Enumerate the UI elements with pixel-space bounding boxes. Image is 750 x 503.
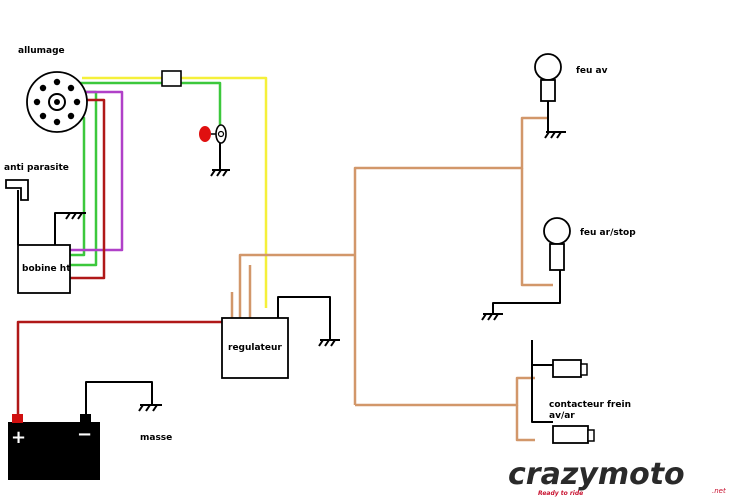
ground-icon <box>481 313 503 321</box>
battery-plus-label: + <box>11 427 26 448</box>
orange-wire-segment <box>520 168 553 287</box>
kill-switch <box>199 124 227 144</box>
battery-body <box>8 422 100 480</box>
battery-plus-terminal <box>12 414 23 423</box>
bobine-box <box>17 244 71 294</box>
orange-wires <box>230 116 553 442</box>
allumage-label: allumage <box>18 46 65 56</box>
orange-wire-segment <box>353 116 548 405</box>
green-wire-segment <box>70 116 86 257</box>
black-wire-segment <box>277 296 331 340</box>
black-wire-segment <box>85 381 153 418</box>
black-wire-segment <box>531 340 553 423</box>
feu-ar-stop-label: feu ar/stop <box>580 228 636 238</box>
red-wire-segment <box>70 98 106 280</box>
logo-suffix: .net <box>712 487 726 495</box>
battery-minus-terminal <box>80 414 91 423</box>
yellow-wire <box>82 76 268 308</box>
bobine-label: bobine ht <box>22 264 71 274</box>
ground-icon <box>544 131 566 139</box>
contacteur-frein-top <box>552 359 588 378</box>
feu-av-lamp <box>534 53 562 102</box>
anti-parasite-label: anti parasite <box>4 163 69 173</box>
allumage-rotor <box>26 71 88 133</box>
green-wire-segment <box>181 81 222 130</box>
red-wire-segment <box>16 320 222 418</box>
ground-symbols <box>65 131 566 412</box>
green-wires <box>70 81 222 267</box>
ground-icon <box>138 404 162 412</box>
feu-ar-stop-lamp <box>543 217 571 271</box>
purple-wire-segment <box>70 90 124 252</box>
yellow-wire-segment <box>181 76 268 308</box>
black-wires <box>17 100 561 423</box>
purple-wire <box>70 90 124 252</box>
masse-label: masse <box>140 433 172 443</box>
crazymoto-logo: crazymoto Ready to ride .net <box>508 457 726 497</box>
orange-wire-segment <box>355 376 535 407</box>
logo-wordmark: crazymoto <box>508 457 685 492</box>
battery: + − <box>8 414 100 480</box>
orange-wire-segment <box>238 253 355 318</box>
regulateur-label: regulateur <box>228 343 282 353</box>
kill-button-icon <box>199 126 211 142</box>
fuse-component <box>161 70 182 87</box>
ground-icon <box>318 339 340 347</box>
battery-minus-label: − <box>77 424 92 445</box>
contacteur-label-line1: contacteur frein <box>549 400 631 410</box>
feu-av-label: feu av <box>576 66 608 76</box>
orange-wire-segment <box>515 405 535 442</box>
contacteur-label-line2: av/ar <box>549 411 575 421</box>
anti-parasite-icon <box>5 179 29 201</box>
contacteur-frein-bottom <box>552 425 595 444</box>
black-wire-segment <box>547 100 555 133</box>
regulateur-box <box>221 317 289 379</box>
red-wires <box>16 98 222 418</box>
ground-icon <box>210 169 230 177</box>
ground-icon <box>65 212 86 220</box>
black-wire-segment <box>492 270 561 314</box>
logo-tagline: Ready to ride <box>538 490 583 497</box>
